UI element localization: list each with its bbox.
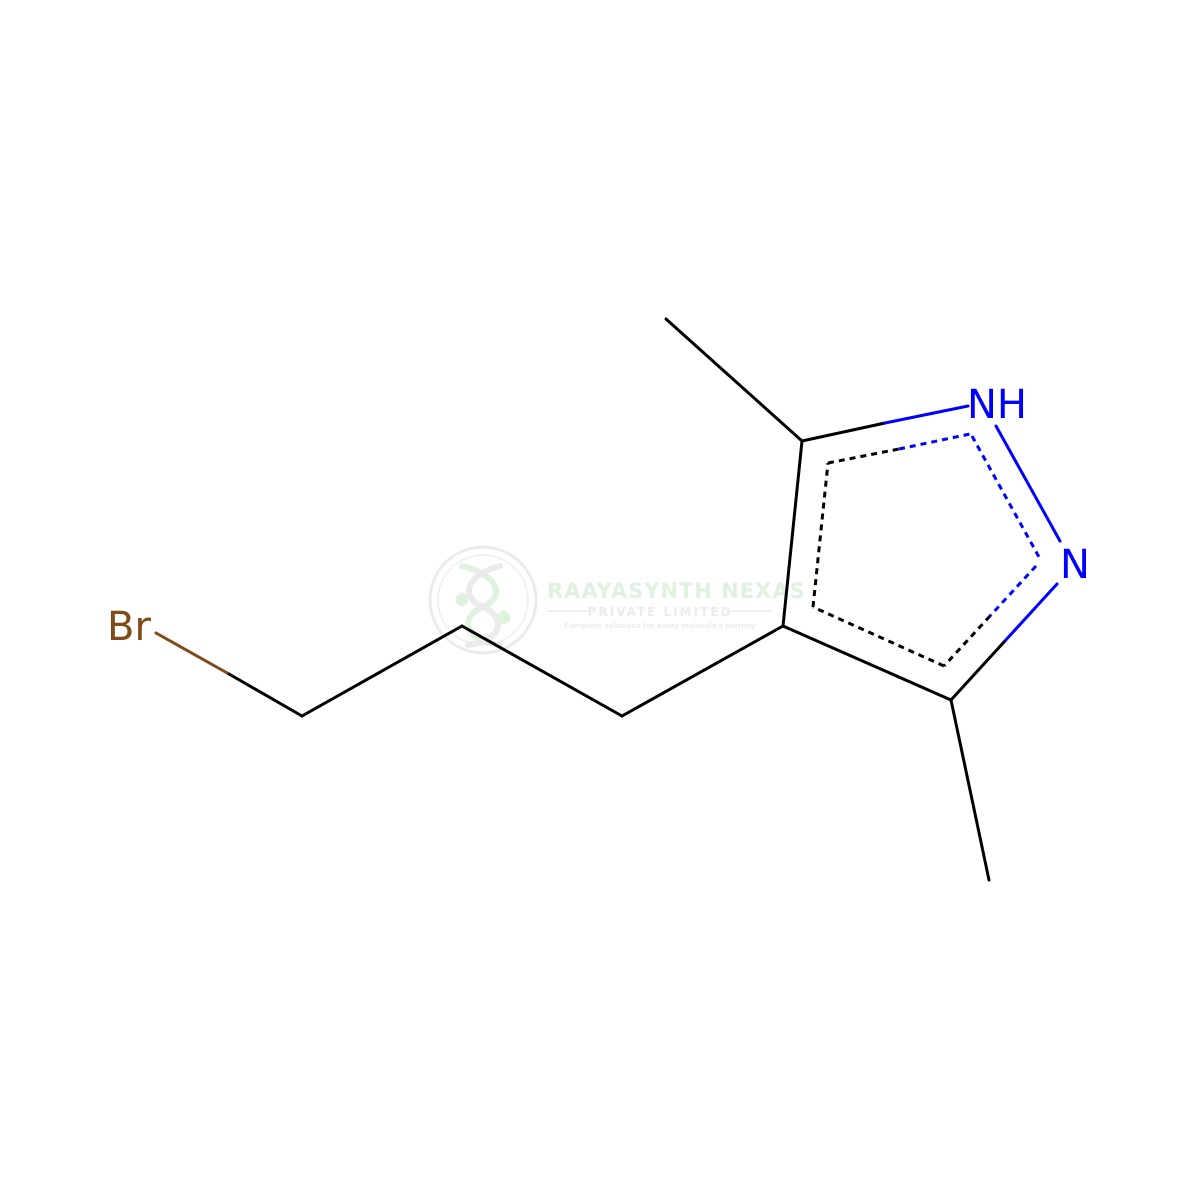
atom-label-bromine: Br xyxy=(107,604,151,650)
bonds xyxy=(154,317,1062,882)
aromatic-bond-c4-c5 xyxy=(811,462,830,608)
aromatic-dashes xyxy=(811,432,1041,668)
bond-n1-n2 xyxy=(994,424,1062,543)
bond-n2-c3-nitrogen-half xyxy=(1002,582,1059,644)
watermark-title: RAAYASYNTH NEXAS xyxy=(547,579,806,603)
bond-c5-methyl xyxy=(664,317,804,443)
bond-c4-c5 xyxy=(781,439,804,628)
bond-br-c1-carbon-half xyxy=(227,672,304,718)
bond-c3-c4 xyxy=(620,624,785,718)
bond-n2-c3-carbon-half xyxy=(949,640,1006,702)
aromatic-bond-n1-n2 xyxy=(970,435,1041,558)
watermark-tagline: Complete solutions for every molecule's … xyxy=(565,622,756,630)
aromatic-bond-n2-c3-nitrogen-half xyxy=(988,564,1038,618)
watermark: RAAYASYNTH NEXAS PRIVATE LIMITED Complet… xyxy=(428,545,806,655)
bond-br-c1-bromine-half xyxy=(154,631,231,676)
bond-c5-n1-nitrogen-half xyxy=(883,404,970,425)
watermark-logo xyxy=(428,545,538,655)
watermark-subtitle: PRIVATE LIMITED xyxy=(588,605,733,619)
aromatic-bond-c5-n1-carbon-half xyxy=(827,447,900,465)
bond-c5-n1-carbon-half xyxy=(800,421,887,443)
bond-c1-c2 xyxy=(300,624,464,718)
aromatic-bond-c3-c4 xyxy=(812,605,945,668)
bond-c3-c4-ring xyxy=(781,624,953,702)
atom-label-n: N xyxy=(1060,542,1090,588)
bond-c2-c3 xyxy=(460,624,624,718)
bond-c3-methyl xyxy=(949,698,991,882)
aromatic-bond-n2-c3-carbon-half xyxy=(942,614,992,668)
atom-labels: Br NH N xyxy=(107,382,1090,650)
aromatic-bond-c5-n1-nitrogen-half xyxy=(898,432,971,451)
atom-label-nh: NH xyxy=(967,382,1027,428)
